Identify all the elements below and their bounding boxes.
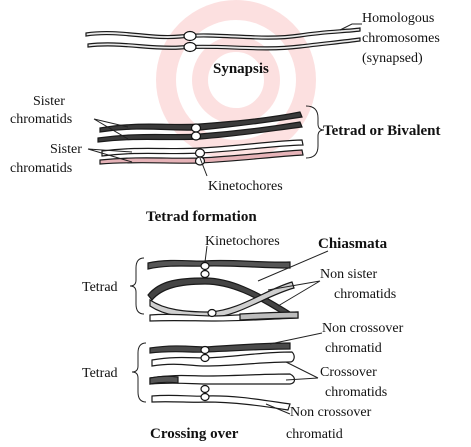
tetrad-label-lower: Tetrad bbox=[82, 366, 118, 381]
kinetochore-c2 bbox=[201, 271, 209, 278]
kinetochore-t1 bbox=[192, 124, 201, 132]
homologous-label-line2: chromosomes bbox=[362, 31, 440, 46]
kinetochore-c3 bbox=[208, 310, 216, 317]
kinetochores-label-t: Kinetochores bbox=[208, 179, 283, 194]
centromere-synapsis-bottom bbox=[184, 43, 196, 52]
crossover-line1: Crossover bbox=[320, 365, 377, 380]
kinetochore-x4 bbox=[201, 394, 209, 401]
non-sister-line2: chromatids bbox=[334, 287, 396, 302]
sister-top-line1: Sister bbox=[33, 94, 65, 109]
sister-bottom-line2: chromatids bbox=[10, 161, 72, 176]
kinetochore-c1 bbox=[201, 263, 209, 270]
non-crossover-bottom-line1: Non crossover bbox=[290, 405, 372, 420]
kinetochores-label-c: Kinetochores bbox=[205, 234, 280, 249]
tetrad-label-upper: Tetrad bbox=[82, 280, 118, 295]
homologous-label-line3: (synapsed) bbox=[362, 51, 423, 66]
homologous-label-line1: Homologous bbox=[362, 11, 434, 26]
kinetochore-x3 bbox=[201, 386, 209, 393]
chromatid-nc-top bbox=[150, 343, 290, 353]
non-crossover-bottom-line2: chromatid bbox=[286, 427, 343, 442]
tetrad-formation-title: Tetrad formation bbox=[146, 209, 257, 225]
centromere-synapsis-top bbox=[184, 32, 196, 41]
non-crossover-top-line2: chromatid bbox=[325, 341, 382, 356]
chiasmata-label: Chiasmata bbox=[318, 236, 388, 252]
sister-top-line2: chromatids bbox=[10, 112, 72, 127]
chromatid-top-straight bbox=[148, 260, 290, 269]
crossover-line2: chromatids bbox=[325, 385, 387, 400]
homolog-upper bbox=[86, 28, 360, 39]
non-sister-line1: Non sister bbox=[320, 267, 378, 282]
synapsis-title: Synapsis bbox=[213, 61, 269, 77]
chromatid-nc-bottom bbox=[152, 395, 290, 410]
sister-bottom-line1: Sister bbox=[50, 142, 82, 157]
leader-non-crossover-top bbox=[270, 333, 322, 344]
crossover-tetrad bbox=[150, 343, 295, 410]
chromatid-crossover-2-dark bbox=[150, 376, 178, 384]
kinetochore-t2 bbox=[192, 132, 201, 140]
kinetochore-t3 bbox=[196, 149, 205, 157]
non-crossover-top-line1: Non crossover bbox=[322, 321, 404, 336]
bracket-tetrad bbox=[306, 106, 324, 158]
chiasmata-tetrad bbox=[148, 260, 298, 321]
bracket-tetrad-lower bbox=[132, 343, 146, 402]
chromatid-crossover-1 bbox=[152, 352, 294, 366]
bracket-tetrad-upper bbox=[130, 258, 144, 314]
kinetochore-x2 bbox=[201, 355, 209, 362]
crossing-over-title: Crossing over bbox=[150, 426, 239, 442]
kinetochore-x1 bbox=[201, 347, 209, 354]
tetrad-bivalent-label: Tetrad or Bivalent bbox=[323, 123, 441, 139]
